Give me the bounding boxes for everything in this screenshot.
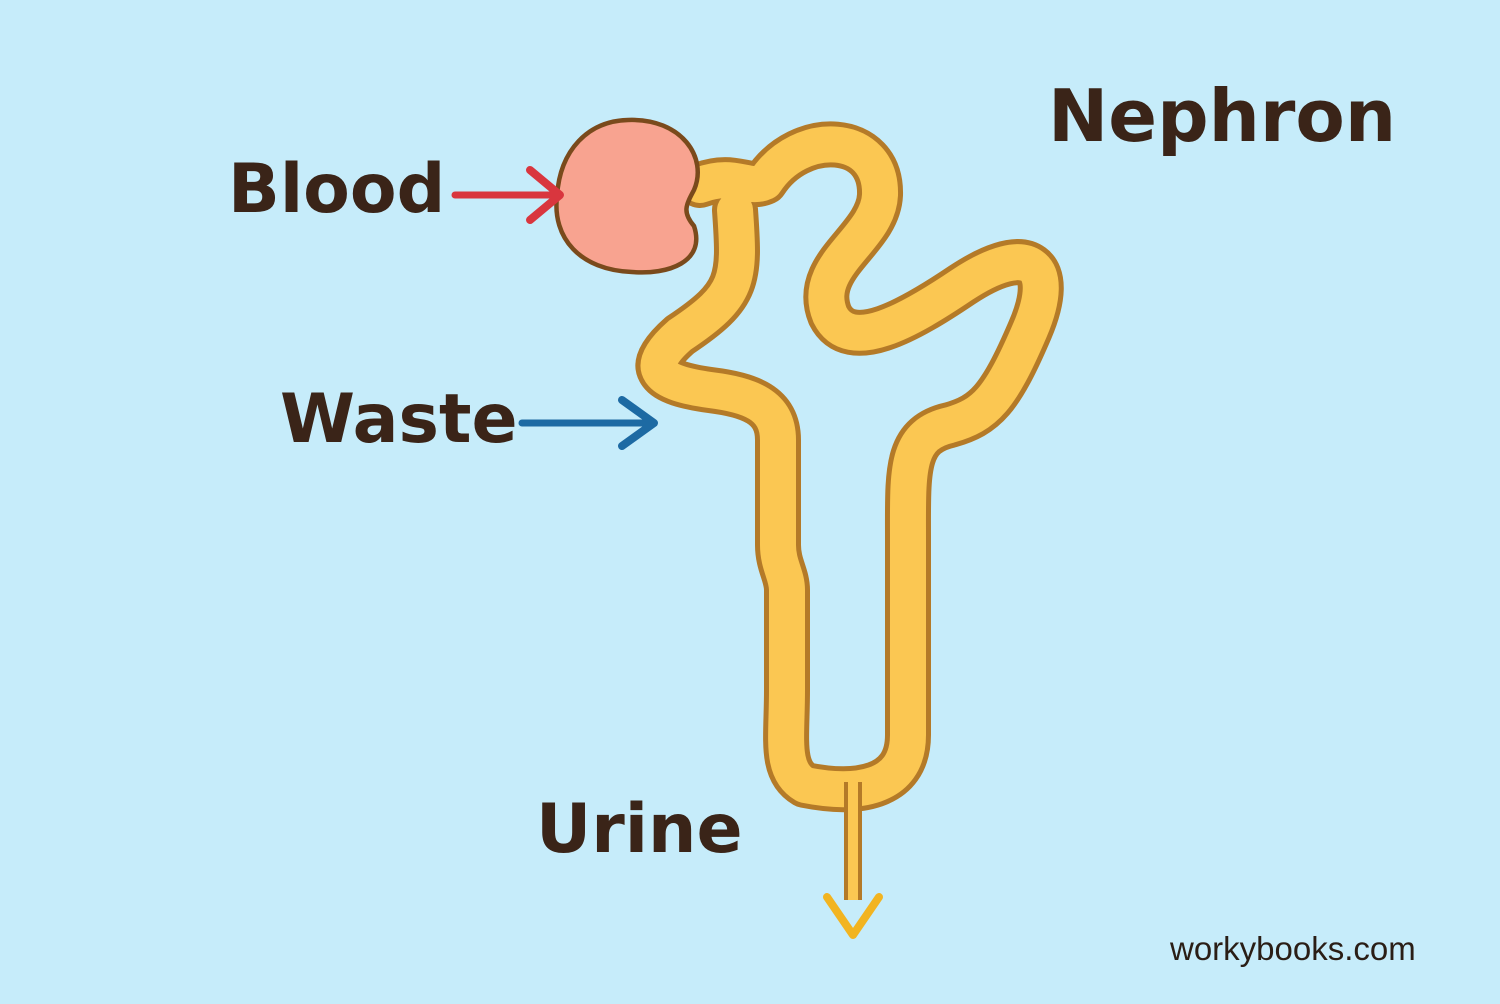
waste-label: Waste <box>280 380 518 459</box>
glomerulus <box>554 117 700 275</box>
blood-label: Blood <box>228 150 446 229</box>
urine-arrow-icon <box>823 893 883 939</box>
renal-tubule <box>659 144 1041 789</box>
urine-label: Urine <box>536 790 743 869</box>
site-credit: workybooks.com <box>1170 930 1416 967</box>
blood-arrow-icon <box>451 166 564 224</box>
diagram-title: Nephron <box>1048 74 1397 158</box>
waste-arrow-icon <box>518 396 658 450</box>
